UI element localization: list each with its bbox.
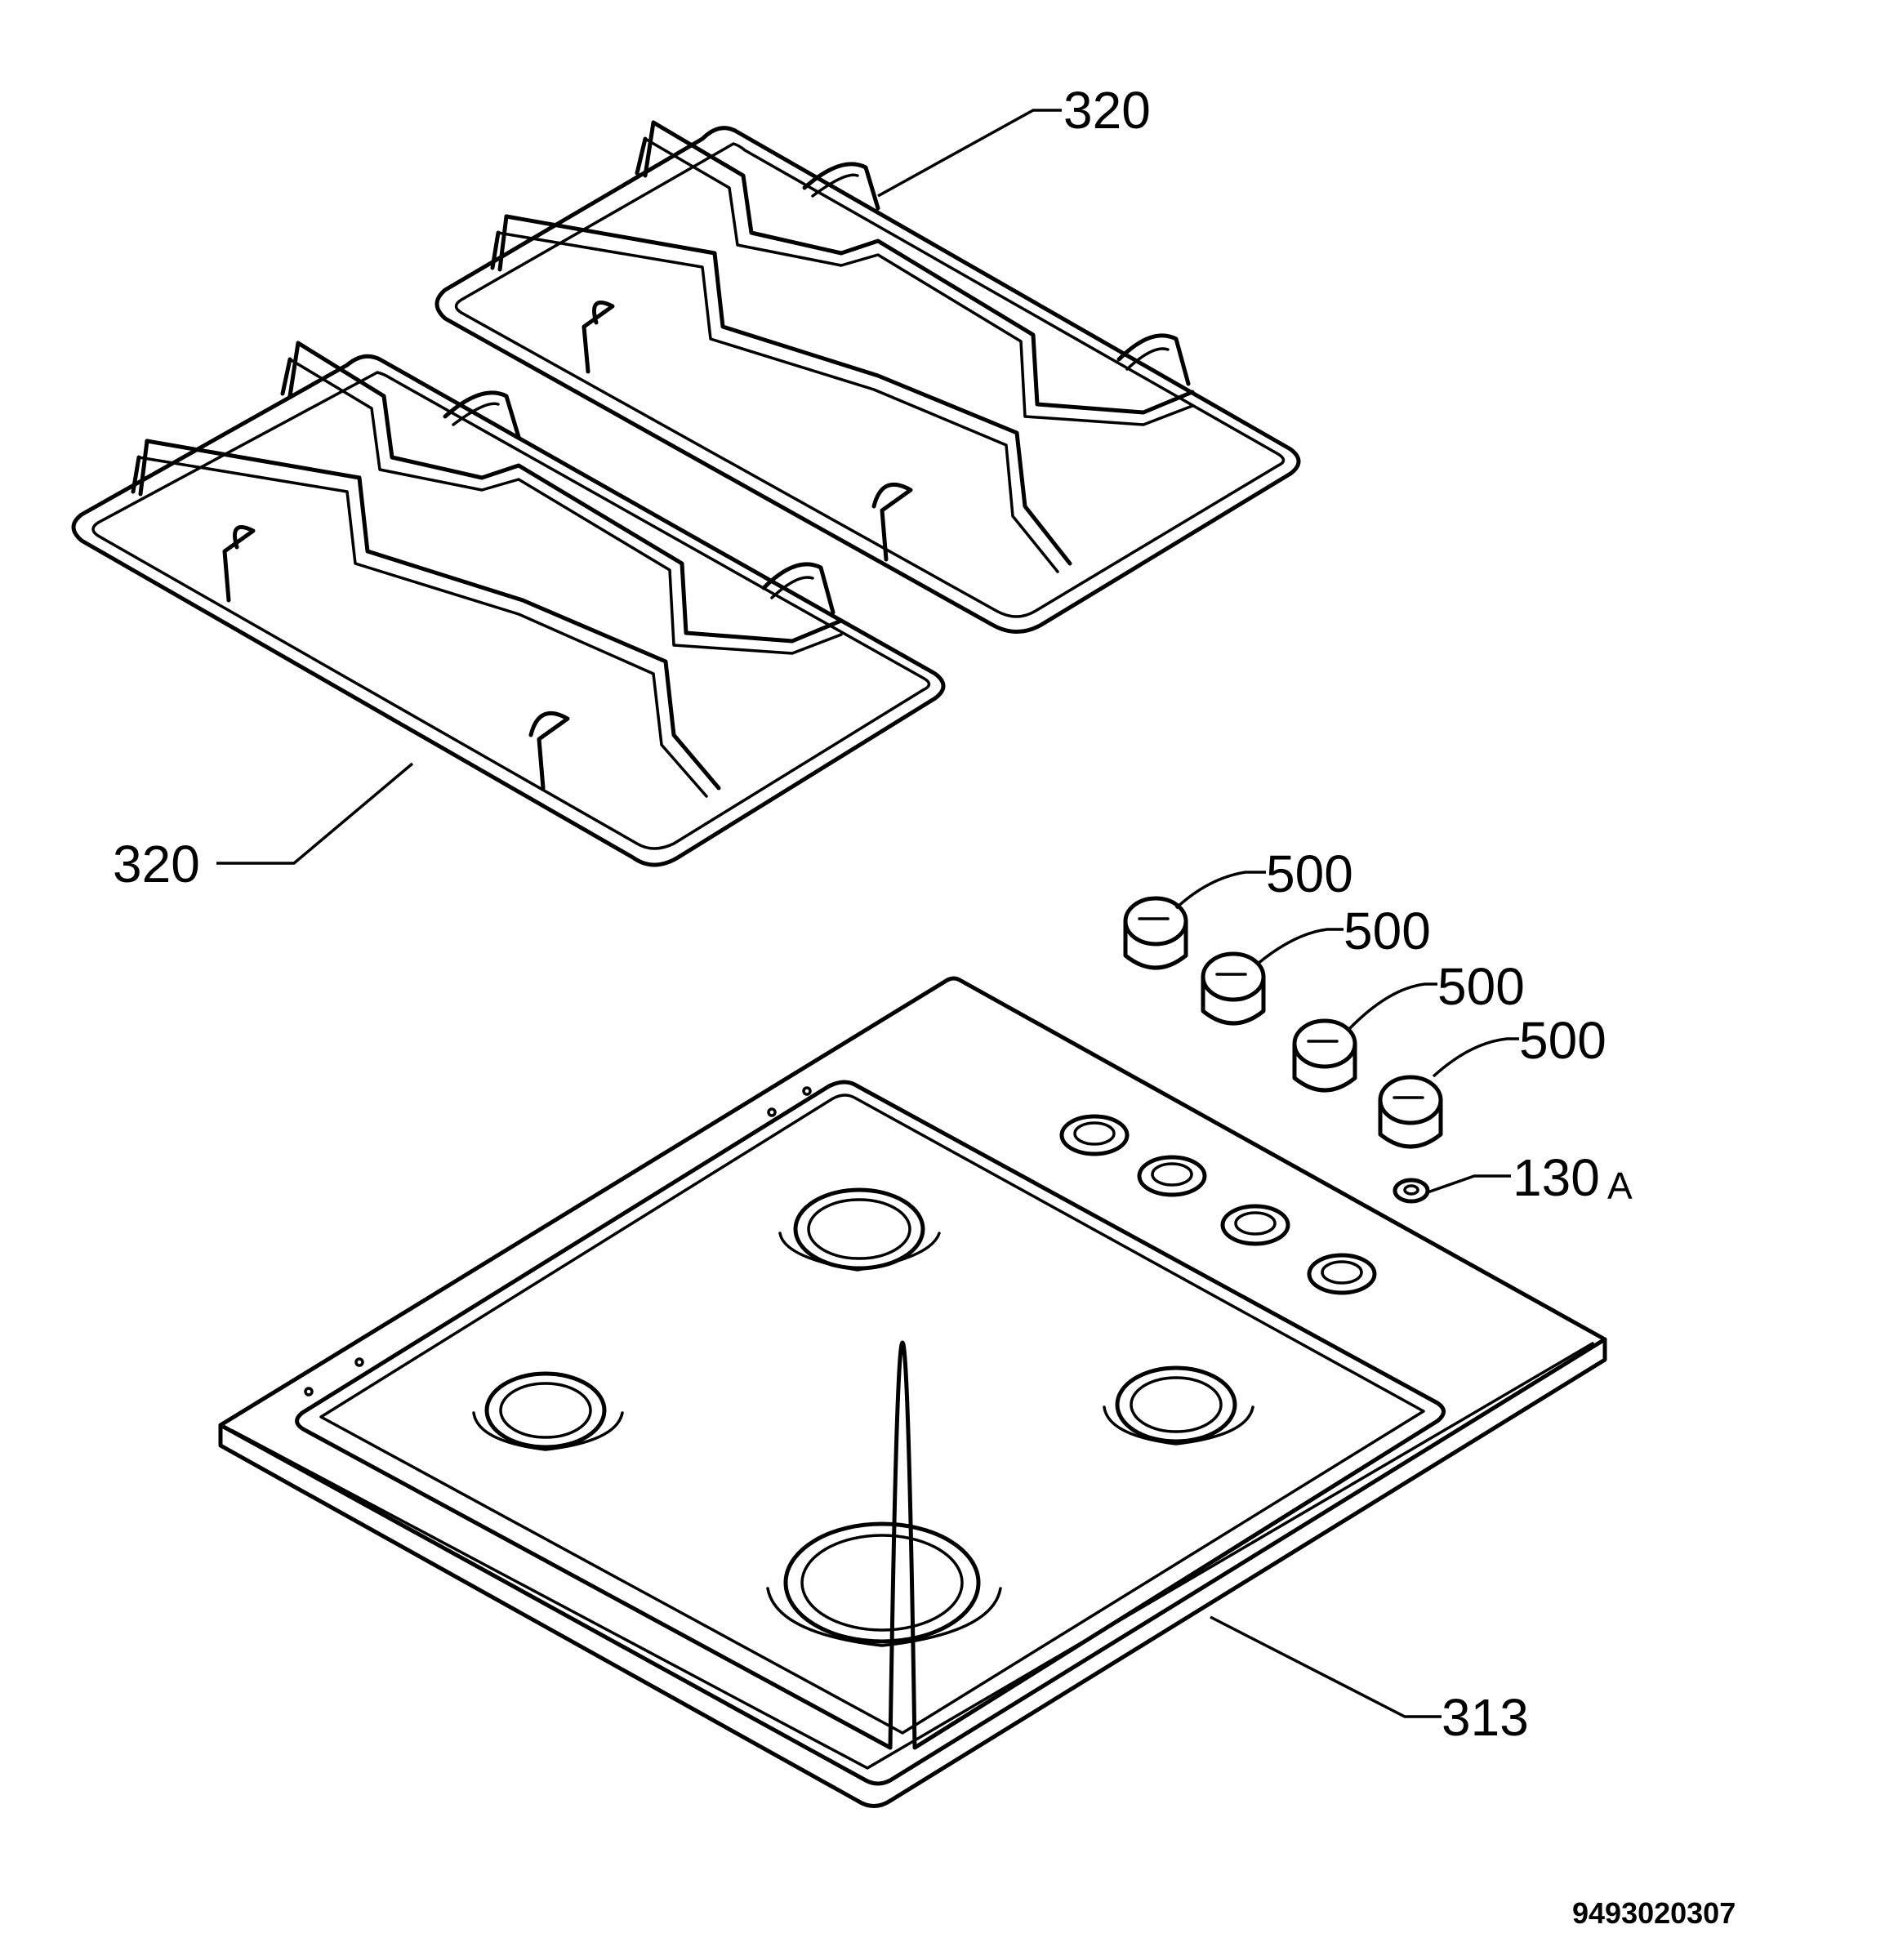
pan-support-grate-lower	[71, 341, 946, 867]
callout-knob-3: 500	[1437, 957, 1525, 1016]
knob-socket-2	[1137, 1155, 1207, 1197]
callout-knob-4: 500	[1519, 1011, 1606, 1070]
burner-opening-front	[766, 1521, 1002, 1647]
document-number: 9493020307	[1572, 1896, 1736, 1930]
gasket-ring	[1393, 1178, 1430, 1204]
callout-hob-top: 313	[1442, 1688, 1529, 1747]
burner-opening-rear	[778, 1187, 941, 1272]
knob-socket-3	[1220, 1204, 1290, 1246]
leader-lines	[216, 109, 1519, 1718]
control-knob-1	[1123, 896, 1188, 970]
burner-opening-right	[1103, 1365, 1254, 1446]
hob-top-plate	[218, 976, 1607, 1808]
callout-grate-top: 320	[1063, 81, 1151, 140]
callout-knob-1: 500	[1266, 844, 1353, 903]
control-knob-2	[1201, 951, 1266, 1026]
knob-socket-4	[1307, 1253, 1377, 1295]
callout-knob-2: 500	[1344, 902, 1431, 960]
callout-gasket-number: 130	[1513, 1148, 1600, 1207]
knob-socket-1	[1059, 1114, 1130, 1156]
callout-grate-left: 320	[113, 835, 200, 893]
burner-opening-left	[472, 1371, 624, 1451]
control-knob-3	[1292, 1018, 1357, 1093]
callout-gasket-suffix: A	[1607, 1165, 1633, 1207]
pan-support-grate-upper	[434, 120, 1301, 634]
control-knob-4	[1378, 1075, 1443, 1149]
